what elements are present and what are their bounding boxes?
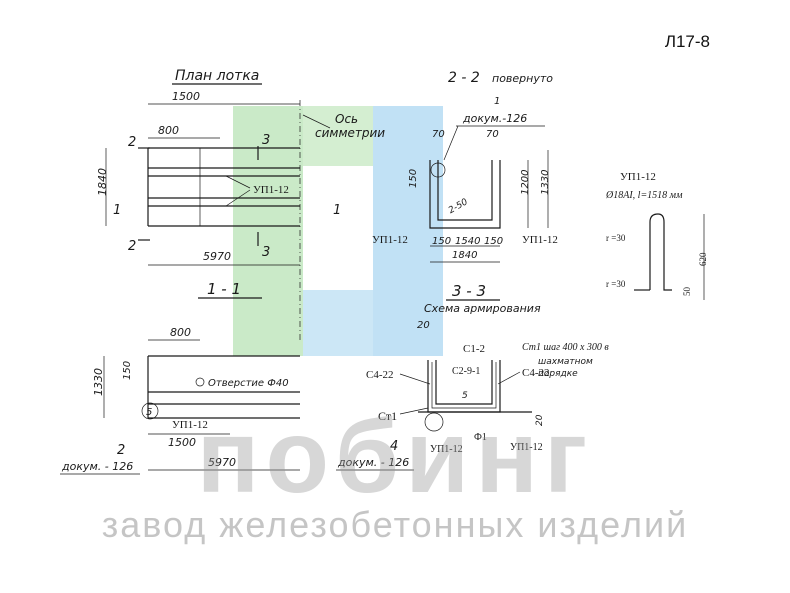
plan-bar-label: УП1-12 <box>253 184 289 196</box>
plan-dim-1840: 1840 <box>96 168 109 196</box>
section-11-doc: докум. - 126 <box>61 460 133 473</box>
section-22-title: 2 - 2 <box>448 70 480 86</box>
plan-cut-2-bottom: 2 <box>128 239 136 254</box>
dim-70b: 70 <box>486 129 499 140</box>
label-num-4: 4 <box>390 439 398 454</box>
section-11-bar-label: УП1-12 <box>172 419 208 431</box>
watermark-blue-bottom <box>303 290 373 356</box>
ct1-note-3: порядке <box>538 369 578 379</box>
section-33-dim-20b: 20 <box>535 414 545 426</box>
dim-2-50: 2-50 <box>447 197 470 216</box>
plan-cut-3-top: 3 <box>262 133 270 148</box>
marker-2: 2 <box>117 443 125 458</box>
section-22-doc: докум.-126 <box>462 112 527 125</box>
bar-dim-620: 620 <box>698 252 708 266</box>
bar-r-top: r =30 <box>606 233 626 243</box>
plan-dim-800: 800 <box>158 124 179 137</box>
watermark-green-top <box>303 106 373 166</box>
bar-detail-spec: Ø18AI, l=1518 мм <box>605 190 683 201</box>
dim-1540: 1540 <box>455 236 480 247</box>
section-11-dim-150: 150 <box>122 361 133 380</box>
label-c2-9-1: С2-9-1 <box>452 366 480 377</box>
dim-150b: 150 <box>484 236 503 247</box>
section-22-bar-right: УП1-12 <box>522 234 558 246</box>
dim-150: 150 <box>408 169 419 188</box>
section-22-marker: 1 <box>494 96 500 107</box>
section-33-doc: докум. - 126 <box>337 456 409 469</box>
axis-label-2: симметрии <box>315 126 385 140</box>
dim-1200: 1200 <box>520 170 531 195</box>
section-22-bar-left: УП1-12 <box>372 234 408 246</box>
plan-cut-2-top: 2 <box>128 135 136 150</box>
plan-dim-1500: 1500 <box>172 90 200 103</box>
section-22-note: повернуто <box>492 72 553 85</box>
plan-cut-1-right: 1 <box>333 203 341 218</box>
marker-5: 5 <box>146 407 152 418</box>
label-f1: Ф1 <box>474 432 487 443</box>
label-c4-22-left: С4-22 <box>366 369 394 381</box>
dim-1330: 1330 <box>540 170 551 195</box>
label-c1-2: С1-2 <box>463 343 485 355</box>
section-11-dim-1330: 1330 <box>92 368 105 396</box>
section-33-title: 3 - 3 <box>452 282 486 300</box>
bar-detail-title: УП1-12 <box>620 171 656 183</box>
ct1-note-1: Ст1 шаг 400 x 300 в <box>522 342 609 353</box>
watermark-subtitle: завод железобетонных изделий <box>101 504 689 545</box>
watermark-logo <box>233 106 443 356</box>
bar-detail: УП1-12 Ø18AI, l=1518 мм r =30 r =30 620 … <box>605 171 708 300</box>
dim-150a: 150 <box>432 236 451 247</box>
bar-dim-50: 50 <box>682 287 692 297</box>
plan-dim-5970: 5970 <box>203 250 231 263</box>
section-11-dim-1500: 1500 <box>168 436 196 449</box>
label-num-5: 5 <box>462 391 468 401</box>
section-33-subtitle: Схема армирования <box>424 302 541 315</box>
section-3-3: 3 - 3 Схема армирования 20 С1-2 Ст1 шаг … <box>336 282 609 471</box>
section-33-dim-20: 20 <box>417 320 430 331</box>
ct1-note-2: шахматном <box>538 357 593 367</box>
dim-70a: 70 <box>432 129 445 140</box>
label-up-a: УП1-12 <box>430 444 463 455</box>
plan-cut-3-bottom: 3 <box>262 245 270 260</box>
plan-title: План лотка <box>175 68 259 84</box>
opening-label: Отверстие Ф40 <box>208 378 289 389</box>
label-ct1: Ст1 <box>378 409 397 423</box>
label-c4-22-right: С4-22 <box>522 367 550 379</box>
section-1-1: 1 - 1 800 150 1330 Отверстие Ф40 5 2 УП1… <box>60 280 300 475</box>
plan-cut-1-left: 1 <box>113 203 121 218</box>
label-up-b: УП1-12 <box>510 442 543 453</box>
section-11-title: 1 - 1 <box>207 280 241 298</box>
section-22-dim-1840: 1840 <box>452 250 477 261</box>
watermark-brand-name: побинг <box>196 399 594 515</box>
plan-view: План лотка Ось симметрии 1500 800 1840 5… <box>96 68 385 340</box>
axis-label-1: Ось <box>335 112 358 126</box>
section-11-dim-5970: 5970 <box>208 456 236 469</box>
section-11-dim-800: 800 <box>170 326 191 339</box>
sheet-code: Л17-8 <box>664 32 710 51</box>
bar-r-bottom: r =30 <box>606 279 626 289</box>
watermark-blue-block <box>373 106 443 356</box>
